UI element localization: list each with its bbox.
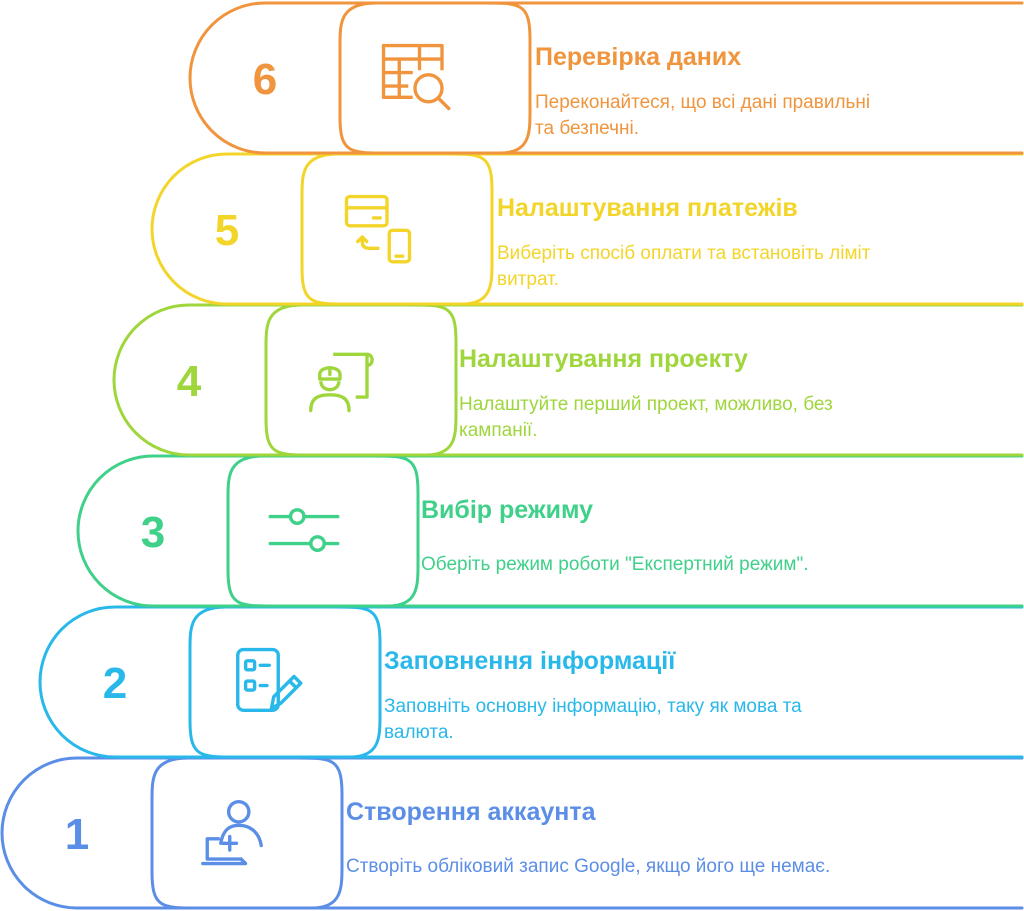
step-number: 5 <box>215 206 239 255</box>
step-title: Створення аккаунта <box>346 798 597 826</box>
step-tab <box>150 756 344 910</box>
payment-card-phone-icon <box>344 194 412 264</box>
step-number: 3 <box>141 508 165 557</box>
step-title: Налаштування проекту <box>459 345 748 373</box>
step-description: Виберіть спосіб оплати та встановіть лім… <box>497 243 871 264</box>
step-description: кампанії. <box>459 420 538 441</box>
step-description: Переконайтеся, що всі дані правильні <box>535 92 870 113</box>
step-tab <box>338 1 532 155</box>
step-description: та безпечні. <box>535 118 639 139</box>
step-tab <box>226 454 420 608</box>
step-number: 2 <box>103 659 127 708</box>
step-title: Вибір режиму <box>421 496 593 524</box>
user-add-laptop-icon <box>201 799 263 866</box>
step-tab <box>188 605 382 759</box>
step-number: 1 <box>65 810 89 859</box>
step-title: Налаштування платежів <box>497 194 798 222</box>
step-description: витрат. <box>497 269 559 290</box>
table-search-icon <box>381 43 451 111</box>
step-band <box>76 454 1024 608</box>
step-description: Заповніть основну інформацію, таку як мо… <box>384 696 802 717</box>
step-band <box>188 1 1024 155</box>
step-band <box>0 756 1024 910</box>
step-band <box>38 605 1024 759</box>
step-description: Створіть обліковий запис Google, якщо йо… <box>346 856 830 877</box>
engineer-blueprint-icon <box>309 352 374 413</box>
step-tab <box>300 152 494 306</box>
step-band <box>150 152 1024 306</box>
step-description: Налаштуйте перший проект, можливо, без <box>459 394 833 415</box>
step-title: Заповнення інформації <box>384 647 676 675</box>
step-description: Оберіть режим роботи "Експертний режим". <box>421 554 809 575</box>
sliders-icon <box>268 508 340 552</box>
step-band <box>112 303 1024 457</box>
step-number: 6 <box>253 55 277 104</box>
step-title: Перевірка даних <box>535 43 741 71</box>
form-edit-icon <box>236 647 303 712</box>
step-tab <box>264 303 458 457</box>
step-number: 4 <box>177 357 202 406</box>
step-description: валюта. <box>384 722 454 743</box>
